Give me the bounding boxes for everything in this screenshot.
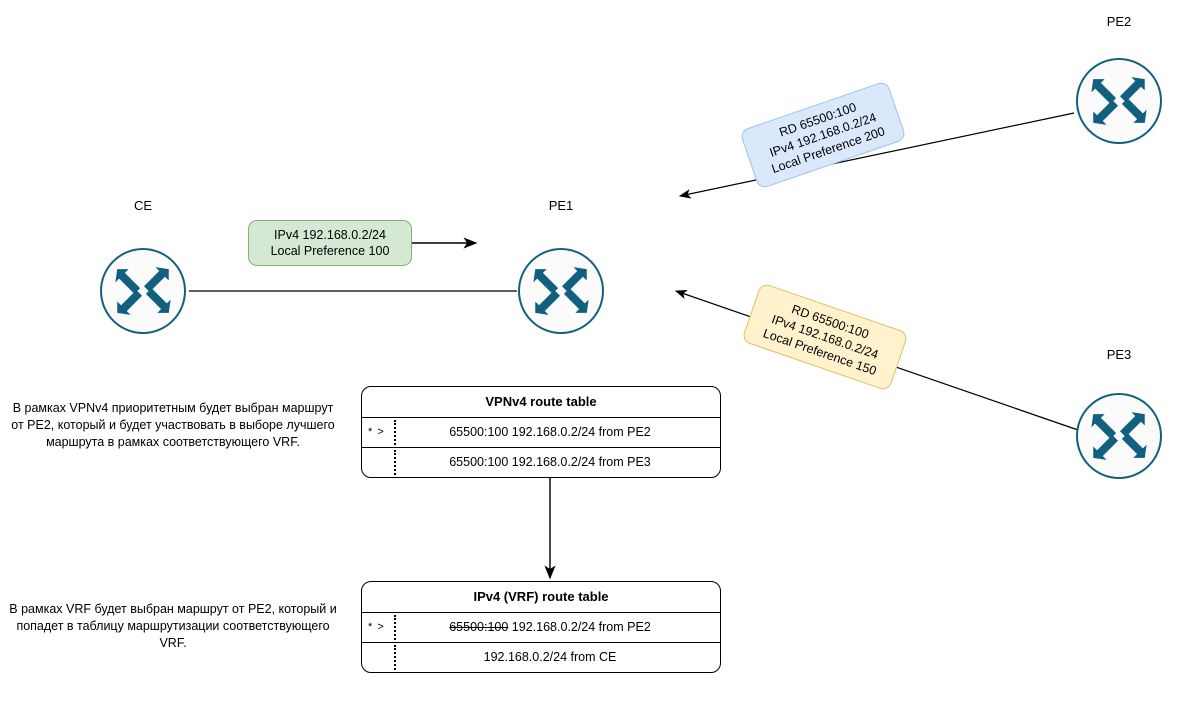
router-pe3[interactable] [1076,393,1162,479]
route-entry-text: 65500:100 192.168.0.2/24 from PE2 [362,613,720,642]
router-arrows-icon [115,267,171,315]
route-entry-text: 65500:100 192.168.0.2/24 from PE2 [449,425,651,439]
row-divider [394,645,396,670]
vpnv4-explanation-note: В рамках VPNv4 приоритетным будет выбран… [11,401,335,449]
router-arrows-icon [533,267,589,315]
callout-ce-line-1: IPv4 192.168.0.2/24 [274,228,386,242]
row-divider [394,615,396,640]
vpnv4-route-table: VPNv4 route table * > 65500:100 192.168.… [361,386,721,478]
table-row[interactable]: 192.168.0.2/24 from CE [362,643,720,672]
router-pe1-label: PE1 [548,198,574,213]
table-row[interactable]: 65500:100 192.168.0.2/24 from PE3 [362,448,720,477]
vrf-explanation-note: В рамках VRF будет выбран маршрут от PE2… [9,602,337,650]
router-pe3-label: PE3 [1106,347,1132,362]
route-entry-text: 192.168.0.2/24 from CE [483,650,617,664]
vpnv4-table-title: VPNv4 route table [362,387,720,418]
vrf-route-table: IPv4 (VRF) route table * > 65500:100 192… [361,581,721,673]
table-row[interactable]: * > 65500:100 192.168.0.2/24 from PE2 [362,418,720,448]
vrf-table-title: IPv4 (VRF) route table [362,582,720,613]
router-pe2[interactable] [1076,58,1162,144]
row-divider [394,450,396,475]
removed-rd-label: 65500:100 [449,620,509,634]
row-divider [394,420,396,445]
router-pe2-label: PE2 [1106,14,1132,29]
best-path-marker: * > [368,426,385,438]
route-entry-text: 65500:100 192.168.0.2/24 from PE3 [449,455,651,469]
callout-pe2-advertisement[interactable]: RD 65500:100 IPv4 192.168.0.2/24 Local P… [739,80,907,190]
router-arrows-icon [1091,77,1147,125]
router-ce-label: CE [133,198,153,213]
table-row[interactable]: * > 65500:100 192.168.0.2/24 from PE2 [362,613,720,643]
best-path-marker: * > [368,621,385,633]
callout-pe3-advertisement[interactable]: RD 65500:100 IPv4 192.168.0.2/24 Local P… [741,282,909,392]
callout-ce-advertisement[interactable]: IPv4 192.168.0.2/24 Local Preference 100 [248,220,412,266]
route-prefix-label: 192.168.0.2/24 from PE2 [508,620,651,634]
router-pe1[interactable] [518,248,604,334]
callout-ce-line-2: Local Preference 100 [270,244,390,258]
router-ce[interactable] [100,248,186,334]
router-arrows-icon [1091,412,1147,460]
